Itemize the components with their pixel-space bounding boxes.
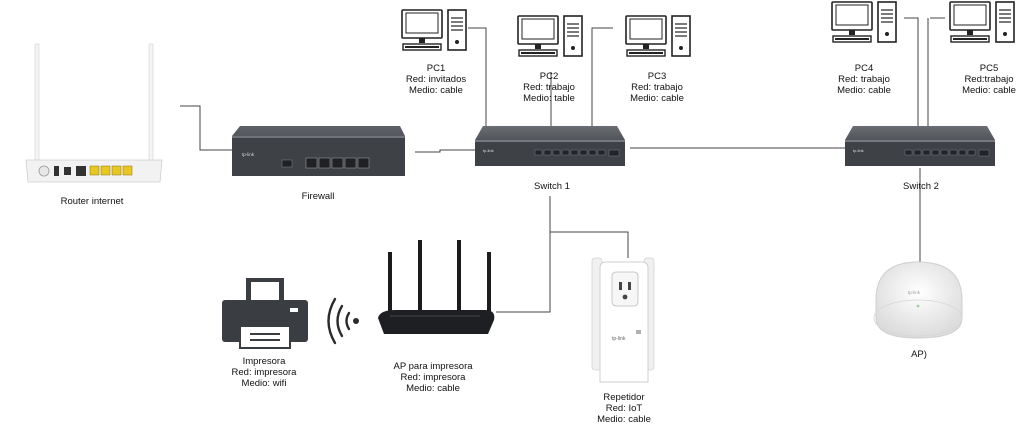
pc4-icon — [831, 1, 897, 43]
link-pc1-switch1 — [468, 27, 487, 128]
printer-icon — [222, 278, 308, 349]
pc1-medio: Medio: cable — [409, 85, 463, 96]
ap-printer-device — [378, 240, 495, 334]
pc4-name: PC4 — [854, 63, 874, 74]
pc5-label: PC5 Red:trabajo Medio: cable — [962, 63, 1016, 96]
link-switch1-ap-printer — [496, 232, 551, 313]
pc4-red: Red: trabajo — [838, 74, 890, 85]
firewall-device: tp-link — [232, 126, 405, 176]
repeater-medio: Medio: cable — [597, 414, 651, 425]
pc1-label: PC1 Red: invitados Medio: cable — [406, 63, 466, 96]
link-pc3-switch1 — [591, 27, 613, 128]
switch1-device — [474, 125, 626, 167]
pc5-red: Red:trabajo — [964, 74, 1014, 85]
pc2-medio: Medio: table — [523, 93, 575, 104]
pc5-medio: Medio: cable — [962, 85, 1016, 96]
link-router-firewall — [180, 105, 235, 151]
pc2-red: Red: trabajo — [523, 82, 575, 93]
connection-lines — [180, 17, 945, 313]
switch2-label: Switch 2 — [903, 181, 939, 192]
ceiling-ap-device: tp-link — [873, 261, 963, 339]
pc3-label: PC3 Red: trabajo Medio: cable — [630, 71, 684, 104]
router-name: Router internet — [60, 196, 124, 207]
pc5-icon — [949, 1, 1015, 43]
link-pc4-switch2 — [904, 17, 919, 128]
pc2-name: PC2 — [539, 71, 559, 82]
firewall-name: Firewall — [301, 191, 335, 202]
repeater-device: tp-link — [591, 257, 655, 383]
pc3-name: PC3 — [647, 71, 667, 82]
pc2-label: PC2 Red: trabajo Medio: table — [523, 71, 575, 104]
pc2-icon — [517, 15, 583, 57]
svg-text:tp-link: tp-link — [908, 290, 921, 295]
svg-text:tp-link: tp-link — [242, 152, 255, 157]
ap-printer-label: AP para impresora Red: impresora Medio: … — [393, 361, 472, 394]
router-label: Router internet — [61, 196, 124, 207]
pc5-name: PC5 — [979, 63, 999, 74]
router-device — [25, 43, 163, 183]
ap-printer-medio: Medio: cable — [406, 383, 460, 394]
repeater-name: Repetidor — [603, 392, 645, 403]
switch2-name: Switch 2 — [903, 181, 939, 192]
switch1-name: Switch 1 — [534, 181, 570, 192]
switch1-label: Switch 1 — [534, 181, 570, 192]
printer-label: Impresora Red: impresora Medio: wifi — [232, 356, 297, 389]
wifi-signal-icon — [327, 297, 359, 345]
pc4-medio: Medio: cable — [837, 85, 891, 96]
switch2-device — [844, 125, 996, 167]
pc1-name: PC1 — [426, 63, 446, 74]
repeater-label: Repetidor Red: IoT Medio: cable — [597, 392, 651, 425]
ceiling-ap-name: AP) — [911, 349, 927, 360]
pc1-icon — [401, 9, 467, 51]
link-firewall-switch1 — [415, 149, 476, 153]
printer-name: Impresora — [242, 356, 286, 367]
ap-printer-name: AP para impresora — [393, 361, 473, 372]
firewall-label: Firewall — [302, 191, 335, 202]
link-switch1-repeater — [549, 196, 629, 258]
repeater-red: Red: IoT — [605, 403, 643, 414]
pc4-label: PC4 Red: trabajo Medio: cable — [837, 63, 891, 96]
pc1-red: Red: invitados — [405, 74, 467, 85]
pc3-red: Red: trabajo — [631, 82, 683, 93]
pc3-medio: Medio: cable — [630, 93, 684, 104]
printer-medio: Medio: wifi — [241, 378, 287, 389]
ap-printer-red: Red: impresora — [400, 372, 466, 383]
svg-text:tp-link: tp-link — [612, 336, 626, 342]
printer-red: Red: impresora — [231, 367, 297, 378]
ceiling-ap-label: AP) — [911, 349, 927, 360]
pc3-icon — [625, 15, 691, 57]
